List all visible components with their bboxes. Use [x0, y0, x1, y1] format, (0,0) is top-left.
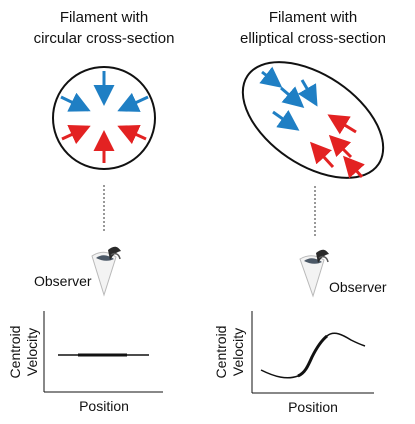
right-plot-x-label: Position	[288, 399, 338, 415]
left-observer: Observer	[34, 246, 121, 297]
circular-cross-section	[52, 66, 156, 170]
eye-icon	[299, 249, 329, 298]
right-title-line2: elliptical cross-section	[240, 30, 386, 47]
circular-filament	[52, 66, 156, 232]
left-title-line2: circular cross-section	[34, 30, 175, 47]
red-arrow-ellipse-2	[328, 134, 353, 159]
left-plot-x-label: Position	[79, 398, 129, 414]
left-title-line1: Filament with	[60, 9, 148, 26]
red-arrow-ellipse-3	[309, 141, 335, 169]
red-arrow-lower-left	[61, 125, 91, 145]
red-arrow-lower-right	[117, 125, 147, 145]
elliptical-cross-section	[241, 61, 385, 179]
right-centroid-velocity-plot: Centroid Velocity Position	[213, 311, 374, 415]
red-arrow-ellipse-4	[342, 155, 365, 179]
red-arrow-ellipse-1	[327, 114, 357, 135]
right-highlighted-segment	[297, 334, 328, 378]
blue-arrow-ellipse-2	[280, 86, 305, 108]
eye-icon	[91, 246, 121, 297]
right-observer: Observer	[299, 249, 387, 298]
blue-arrow-upper-left	[60, 92, 91, 112]
left-plot-y-label-line2: Velocity	[24, 328, 40, 376]
blue-arrow-ellipse-3	[297, 79, 318, 107]
left-plot-y-label-line1: Centroid	[7, 326, 23, 379]
blue-arrow-ellipse-1	[259, 66, 283, 88]
elliptical-filament	[241, 61, 385, 236]
blue-arrow-upper-right	[117, 92, 149, 112]
blue-arrow-ellipse-4	[272, 110, 300, 131]
left-centroid-velocity-plot: Centroid Velocity Position	[7, 311, 163, 414]
right-plot-y-label-line1: Centroid	[213, 326, 229, 379]
right-title-line1: Filament with	[269, 9, 357, 26]
right-plot-y-label-line2: Velocity	[230, 328, 246, 376]
left-observer-label: Observer	[34, 273, 92, 289]
right-observer-label: Observer	[329, 279, 387, 295]
